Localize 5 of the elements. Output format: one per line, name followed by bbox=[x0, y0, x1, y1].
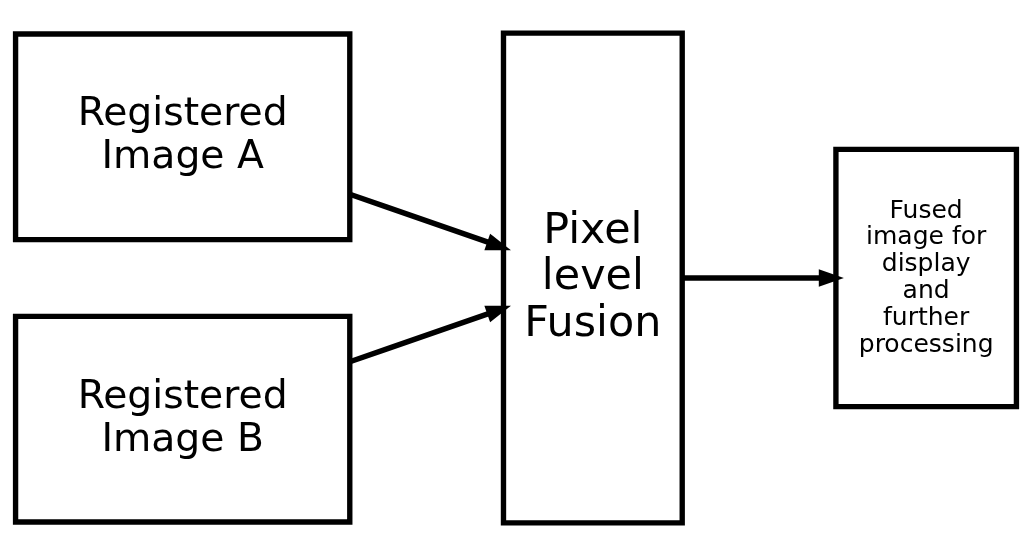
node-box: Pixel level Fusion bbox=[500, 29, 685, 526]
node-box: Registered Image A bbox=[12, 30, 353, 242]
node-box: Fused image for display and further processing bbox=[833, 146, 1020, 409]
arrow bbox=[683, 268, 844, 287]
node-box: Registered Image B bbox=[12, 313, 353, 525]
